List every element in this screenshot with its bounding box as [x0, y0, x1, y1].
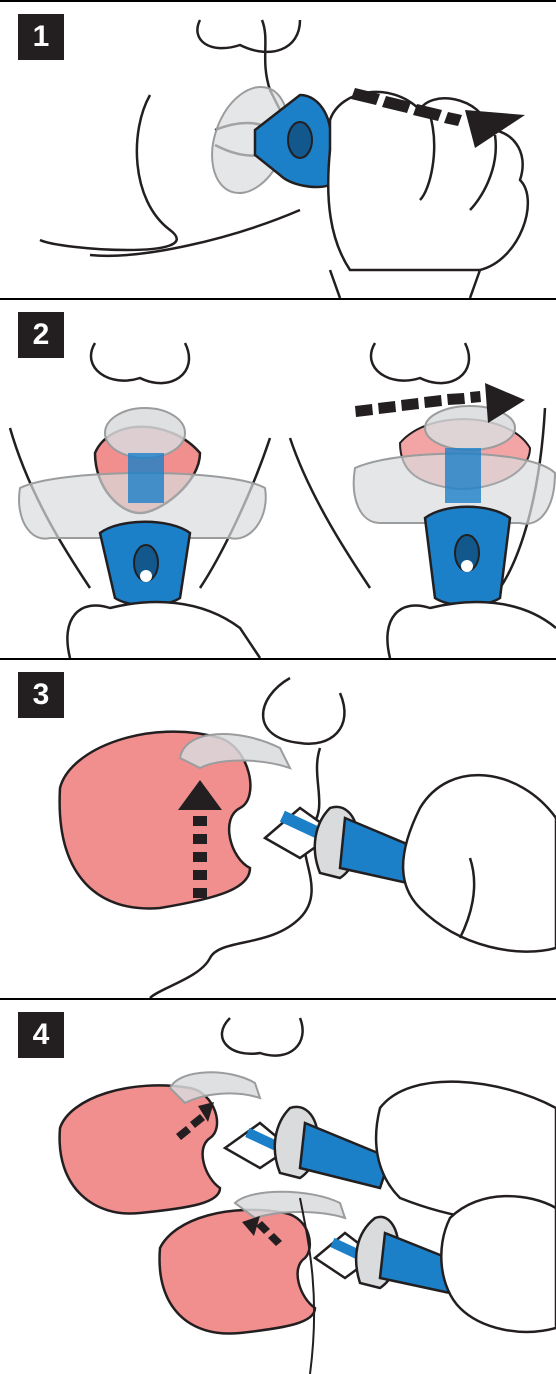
- step-1-panel: 1: [0, 0, 556, 298]
- step-3-illustration: [0, 658, 556, 998]
- step-4-illustration: [0, 998, 556, 1374]
- step-3-panel: 3: [0, 658, 556, 998]
- step-1-illustration: [0, 0, 556, 298]
- step-2-panel: 2: [0, 298, 556, 658]
- step-4-panel: 4: [0, 998, 556, 1374]
- step-2-illustration: [0, 298, 556, 658]
